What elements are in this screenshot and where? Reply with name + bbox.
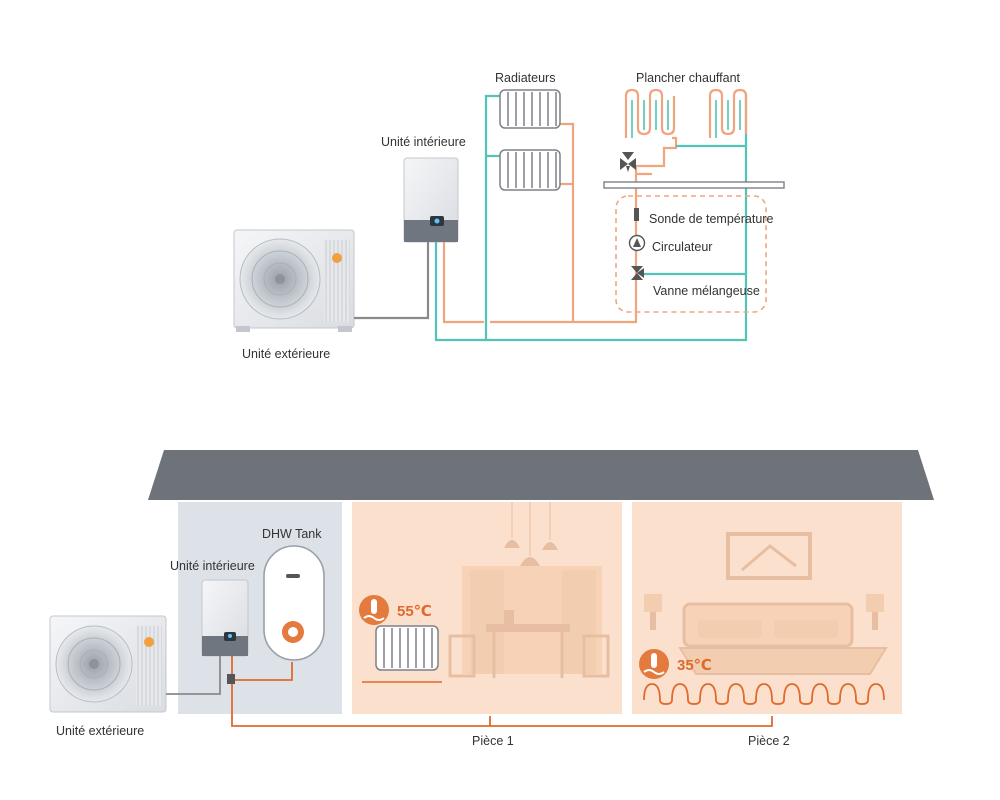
indoor-unit-top — [403, 157, 459, 243]
room-2-floor-coils — [643, 683, 885, 705]
label-vanne-melangeuse: Vanne mélangeuse — [653, 284, 760, 298]
temperature-sensor-icon — [634, 208, 639, 221]
control-cable-top — [354, 242, 430, 320]
label-circulateur: Circulateur — [652, 240, 712, 254]
underfloor-coils-top — [624, 88, 748, 138]
outdoor-unit-top — [233, 229, 355, 332]
supply-pipes-bottom — [231, 656, 773, 727]
indoor-unit-bottom — [201, 579, 249, 657]
floor-slab — [603, 181, 785, 189]
return-pipes-top — [434, 94, 748, 342]
label-piece-1: Pièce 1 — [472, 734, 514, 748]
room-2-temp-badge: 35℃ — [639, 649, 712, 679]
top-schematic: Radiateurs Plancher chauffant Unité inté… — [233, 71, 785, 361]
mixing-valve-icon — [631, 266, 644, 280]
roof — [148, 450, 934, 500]
three-way-valve-icon — [227, 674, 235, 684]
valves-top — [620, 152, 636, 172]
control-group-box — [615, 195, 767, 313]
label-radiateurs: Radiateurs — [495, 71, 555, 85]
control-cable-bottom — [166, 656, 221, 695]
label-unite-interieure-bottom: Unité intérieure — [170, 559, 255, 573]
dining-decor — [448, 502, 610, 678]
circulator-pump-icon — [628, 234, 646, 252]
bedroom-decor — [644, 532, 888, 675]
label-piece-2: Pièce 2 — [748, 734, 790, 748]
bottom-house-illustration: 55℃ 35℃ — [49, 450, 934, 748]
radiator-upper — [499, 89, 561, 129]
room-1-temp-badge: 55℃ — [359, 595, 432, 625]
room-1-radiator — [375, 625, 439, 671]
temp-floor-label: 35℃ — [677, 657, 712, 674]
label-sonde-temperature: Sonde de température — [649, 212, 773, 226]
label-plancher-chauffant: Plancher chauffant — [636, 71, 741, 85]
dhw-tank — [263, 545, 325, 661]
label-dhw-tank: DHW Tank — [262, 527, 322, 541]
outdoor-unit-bottom — [49, 615, 167, 713]
label-unite-exterieure-bottom: Unité extérieure — [56, 724, 144, 738]
radiator-lower — [499, 149, 561, 191]
label-unite-exterieure-top: Unité extérieure — [242, 347, 330, 361]
label-unite-interieure-top: Unité intérieure — [381, 135, 466, 149]
temp-radiator-label: 55℃ — [397, 603, 432, 620]
